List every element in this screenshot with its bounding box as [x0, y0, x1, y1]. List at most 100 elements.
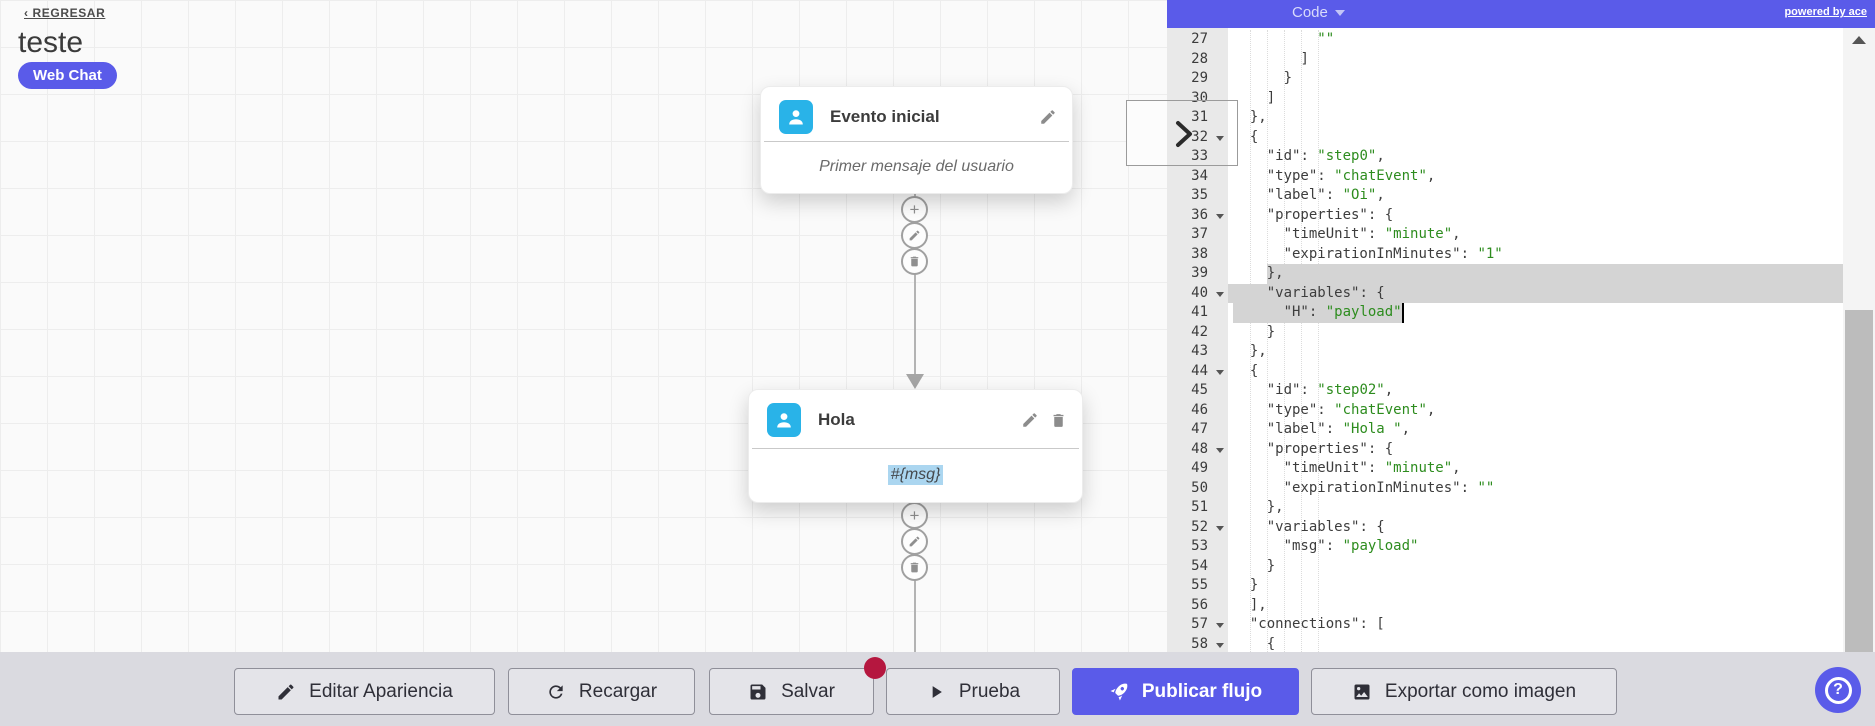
node-divider — [752, 448, 1079, 449]
line-number: 31 — [1191, 109, 1208, 125]
collapse-handle-underlay — [1126, 101, 1167, 165]
delete-node-icon[interactable] — [1050, 412, 1067, 429]
connector-actions-top: + — [901, 196, 928, 275]
line-number: 52 — [1167, 518, 1228, 538]
help-button[interactable]: ? — [1815, 667, 1861, 713]
button-label: Publicar flujo — [1141, 680, 1263, 702]
code-line: "id": "step0", — [1266, 148, 1385, 164]
fold-toggle-icon[interactable] — [1216, 135, 1224, 141]
line-number: 45 — [1191, 382, 1208, 398]
fold-toggle-icon[interactable] — [1216, 447, 1224, 453]
code-line: }, — [1249, 343, 1267, 359]
line-number: 28 — [1191, 50, 1208, 67]
code-line: "label": "Hola ", — [1266, 421, 1411, 437]
powered-by-ace-link[interactable]: powered by ace — [1784, 6, 1867, 18]
line-number: 38 — [1191, 245, 1208, 262]
line-number: 27 — [1191, 31, 1208, 47]
scroll-up-icon[interactable] — [1852, 36, 1866, 44]
line-number: 56 — [1191, 596, 1208, 613]
node-title: Hola — [818, 410, 855, 429]
add-step-button[interactable]: + — [901, 502, 928, 529]
node-divider — [764, 141, 1069, 142]
code-line: "timeUnit": "minute", — [1283, 226, 1461, 242]
image-icon — [1352, 682, 1372, 702]
bottom-toolbar: Editar Apariencia Recargar Salvar Prueba Pub… — [0, 652, 1875, 726]
code-line: "properties": { — [1266, 440, 1394, 457]
edit-node-icon[interactable] — [1039, 108, 1057, 126]
question-mark-icon: ? — [1824, 676, 1852, 704]
code-line: "expirationInMinutes": "" — [1283, 479, 1495, 496]
publish-flow-button[interactable]: Publicar flujo — [1072, 668, 1299, 715]
edit-step-button[interactable] — [901, 222, 928, 249]
line-number: 32 — [1167, 128, 1228, 148]
code-line: "variables": { — [1266, 518, 1385, 535]
delete-step-button[interactable] — [901, 248, 928, 275]
reload-button[interactable]: Recargar — [508, 668, 695, 715]
chevron-down-icon — [1334, 9, 1345, 16]
line-number: 54 — [1191, 557, 1208, 574]
code-line: "type": "chatEvent", — [1266, 401, 1436, 418]
line-number: 55 — [1191, 577, 1208, 593]
code-line: "timeUnit": "minute", — [1283, 460, 1461, 476]
user-icon — [767, 403, 801, 437]
line-number: 44 — [1167, 362, 1228, 382]
line-number: 35 — [1191, 187, 1208, 203]
code-line: }, — [1249, 109, 1267, 125]
fold-toggle-icon[interactable] — [1216, 642, 1224, 648]
code-line: "expirationInMinutes": "1" — [1283, 245, 1503, 262]
fold-toggle-icon[interactable] — [1216, 213, 1224, 219]
rocket-icon — [1109, 682, 1129, 702]
code-line: ] — [1266, 89, 1276, 106]
line-number: 37 — [1191, 226, 1208, 242]
line-number: 57 — [1167, 615, 1228, 635]
save-button[interactable]: Salvar — [709, 668, 874, 715]
line-number: 53 — [1191, 538, 1208, 554]
line-number: 29 — [1191, 70, 1208, 86]
code-line: "msg": "payload" — [1283, 538, 1419, 554]
code-line: "id": "step02", — [1266, 382, 1394, 398]
code-line: "" — [1317, 31, 1335, 47]
node-title: Evento inicial — [830, 107, 940, 126]
line-number: 48 — [1167, 440, 1228, 460]
edit-node-icon[interactable] — [1021, 411, 1039, 429]
line-number: 49 — [1191, 460, 1208, 476]
code-line: "connections": [ — [1249, 616, 1385, 632]
add-step-button[interactable]: + — [901, 196, 928, 223]
flow-canvas[interactable]: ‹ REGRESAR teste Web Chat + + Evento ini… — [0, 0, 1167, 652]
line-number: 39 — [1191, 265, 1208, 281]
node-evento-inicial[interactable]: Evento inicial Primer mensaje del usuari… — [760, 86, 1073, 194]
line-number: 43 — [1191, 343, 1208, 359]
code-line: }, — [1228, 264, 1843, 284]
line-number: 40 — [1167, 284, 1228, 304]
node-hola[interactable]: Hola #{msg} — [748, 389, 1083, 503]
code-line: } — [1266, 557, 1276, 574]
fold-toggle-icon[interactable] — [1216, 291, 1224, 297]
code-line: "H": "payload" — [1228, 303, 1843, 323]
fold-toggle-icon[interactable] — [1216, 525, 1224, 531]
chevron-right-icon — [1176, 121, 1192, 147]
export-image-button[interactable]: Exportar como imagen — [1311, 668, 1617, 715]
node-header: Hola — [767, 402, 1067, 438]
delete-step-button[interactable] — [901, 554, 928, 581]
connector-line — [914, 194, 916, 376]
line-number: 50 — [1191, 479, 1208, 496]
code-mode-dropdown[interactable]: Code — [1292, 4, 1345, 21]
node-body-text: #{msg} — [749, 448, 1082, 502]
button-label: Recargar — [578, 680, 658, 702]
user-icon — [779, 100, 813, 134]
back-link[interactable]: ‹ REGRESAR — [24, 6, 106, 20]
test-button[interactable]: Prueba — [886, 668, 1060, 715]
scrollbar-thumb[interactable] — [1845, 310, 1873, 652]
editor-scrollbar[interactable] — [1843, 28, 1875, 652]
fold-toggle-icon[interactable] — [1216, 369, 1224, 375]
edit-step-button[interactable] — [901, 528, 928, 555]
fold-toggle-icon[interactable] — [1216, 623, 1224, 628]
edit-appearance-button[interactable]: Editar Apariencia — [234, 668, 495, 715]
code-line: "type": "chatEvent", — [1266, 167, 1436, 184]
connector-actions-bottom: + — [901, 502, 928, 581]
collapse-code-panel-button[interactable] — [1126, 100, 1238, 166]
